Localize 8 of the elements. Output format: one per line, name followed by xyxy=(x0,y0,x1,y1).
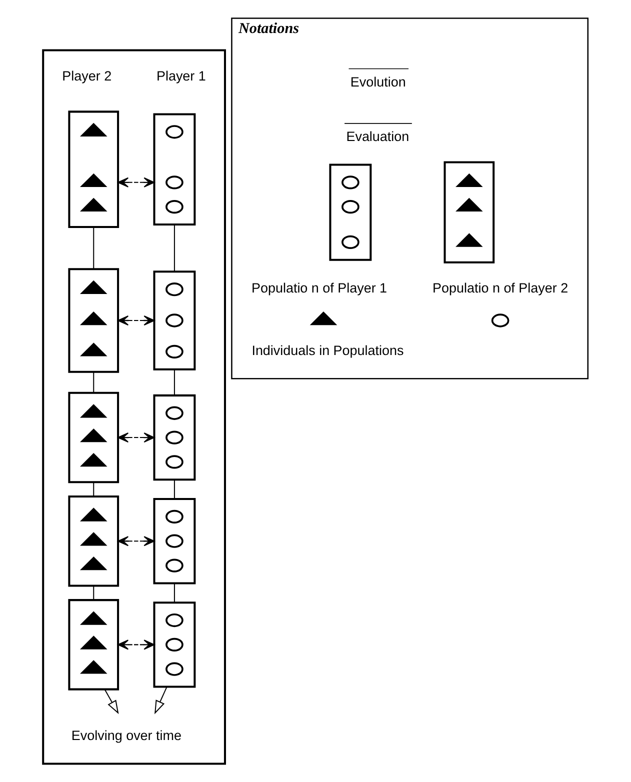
node-label: Populatio n of Player 2 xyxy=(432,280,568,296)
legend-label: Evaluation xyxy=(346,128,410,144)
legend-label: Evolution xyxy=(350,74,406,90)
label: Individuals in Populations xyxy=(252,342,404,358)
label: Player 1 xyxy=(156,68,206,84)
label: Evolving over time xyxy=(71,728,182,744)
node-label: Populatio n of Player 1 xyxy=(252,280,388,296)
label: Player 2 xyxy=(62,68,112,84)
